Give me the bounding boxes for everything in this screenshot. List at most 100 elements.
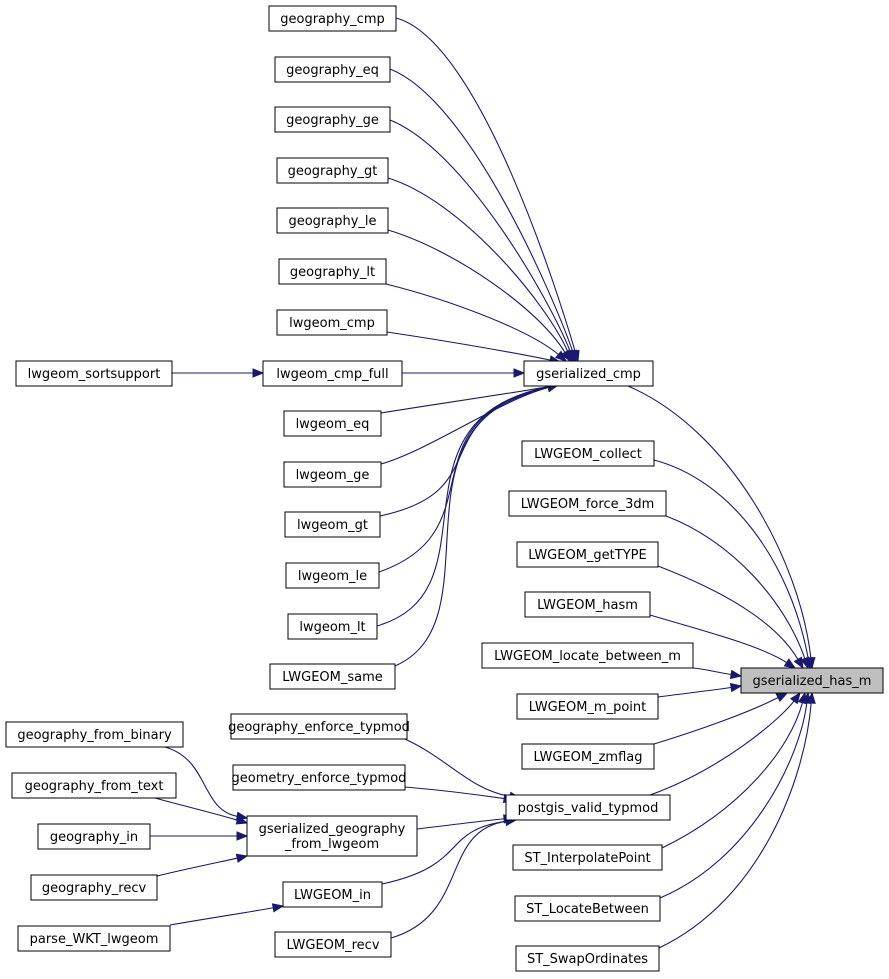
node-geography_from_text[interactable]: geography_from_text xyxy=(11,772,177,799)
node-label: gserialized_cmp xyxy=(536,367,641,382)
arrowhead-icon xyxy=(513,368,526,378)
node-ST_LocateBetween[interactable]: ST_LocateBetween xyxy=(514,895,661,922)
node-box xyxy=(516,693,659,720)
node-geography_ge[interactable]: geography_ge xyxy=(274,106,391,133)
node-box xyxy=(269,663,396,690)
node-label: lwgeom_cmp xyxy=(289,316,375,331)
arrowhead-icon xyxy=(236,831,249,841)
arrowhead-icon xyxy=(271,903,285,913)
node-box xyxy=(246,815,418,857)
edge-line xyxy=(394,386,550,667)
node-label: LWGEOM_hasm xyxy=(537,598,638,613)
edge-line xyxy=(385,283,560,356)
node-lwgeom_ge[interactable]: lwgeom_ge xyxy=(283,461,382,488)
edge-line xyxy=(387,177,569,353)
node-LWGEOM_zmflag[interactable]: LWGEOM_zmflag xyxy=(521,743,655,770)
node-LWGEOM_collect[interactable]: LWGEOM_collect xyxy=(521,440,655,467)
node-box xyxy=(278,258,387,285)
node-box xyxy=(282,881,383,908)
edge-geography_from_text-to-gserialized_geography_from_lwgeom xyxy=(154,797,249,825)
node-label: _from_lwgeom xyxy=(284,837,379,852)
edge-LWGEOM_hasm-to-gserialized_has_m xyxy=(649,614,797,669)
node-label: gserialized_has_m xyxy=(753,674,872,689)
node-lwgeom_sortsupport[interactable]: lwgeom_sortsupport xyxy=(15,360,173,387)
node-geography_enforce_typmod[interactable]: geography_enforce_typmod xyxy=(228,713,410,740)
node-ST_InterpolatePoint[interactable]: ST_InterpolatePoint xyxy=(512,844,663,871)
node-label: geography_gt xyxy=(288,164,378,179)
edge-line xyxy=(169,907,275,926)
node-gserialized_has_m[interactable]: gserialized_has_m xyxy=(740,667,884,694)
node-box xyxy=(284,511,381,538)
node-box xyxy=(274,931,392,958)
arrowhead-icon xyxy=(729,669,743,680)
edge-postgis_valid_typmod-to-gserialized_has_m xyxy=(649,691,801,796)
node-label: LWGEOM_force_3dm xyxy=(521,497,655,512)
node-LWGEOM_in[interactable]: LWGEOM_in xyxy=(282,881,383,908)
node-box xyxy=(481,642,694,669)
node-lwgeom_eq[interactable]: lwgeom_eq xyxy=(283,410,382,437)
node-label: postgis_valid_typmod xyxy=(518,801,659,816)
node-lwgeom_le[interactable]: lwgeom_le xyxy=(285,562,380,589)
edge-line xyxy=(404,738,512,798)
node-lwgeom_lt[interactable]: lwgeom_lt xyxy=(287,613,378,640)
edge-LWGEOM_force_3dm-to-gserialized_has_m xyxy=(665,515,810,670)
node-parse_WKT_lwgeom[interactable]: parse_WKT_lwgeom xyxy=(17,925,171,952)
node-LWGEOM_m_point[interactable]: LWGEOM_m_point xyxy=(516,693,659,720)
arrowhead-icon xyxy=(252,368,265,378)
node-label: gserialized_geography xyxy=(259,822,406,837)
node-box xyxy=(232,764,406,791)
node-ST_SwapOrdinates[interactable]: ST_SwapOrdinates xyxy=(515,945,660,972)
node-lwgeom_cmp_full[interactable]: lwgeom_cmp_full xyxy=(262,360,403,387)
node-LWGEOM_same[interactable]: LWGEOM_same xyxy=(269,663,396,690)
node-geography_recv[interactable]: geography_recv xyxy=(30,874,158,901)
node-box xyxy=(512,844,663,871)
node-geography_eq[interactable]: geography_eq xyxy=(274,56,391,83)
node-postgis_valid_typmod[interactable]: postgis_valid_typmod xyxy=(505,794,671,821)
node-lwgeom_gt[interactable]: lwgeom_gt xyxy=(284,511,381,538)
node-label: LWGEOM_m_point xyxy=(529,700,646,715)
node-LWGEOM_recv[interactable]: LWGEOM_recv xyxy=(274,931,392,958)
edge-LWGEOM_m_point-to-gserialized_has_m xyxy=(657,682,743,698)
edge-line xyxy=(649,699,796,796)
node-geometry_enforce_typmod[interactable]: geometry_enforce_typmod xyxy=(232,764,407,791)
node-LWGEOM_locate_between_m[interactable]: LWGEOM_locate_between_m xyxy=(481,642,694,669)
node-geography_lt[interactable]: geography_lt xyxy=(278,258,387,285)
edge-gserialized_cmp-to-gserialized_has_m xyxy=(627,385,816,670)
node-label: parse_WKT_lwgeom xyxy=(30,932,159,947)
node-geography_le[interactable]: geography_le xyxy=(276,207,389,234)
node-geography_gt[interactable]: geography_gt xyxy=(276,157,389,184)
node-box xyxy=(515,945,660,972)
node-LWGEOM_hasm[interactable]: LWGEOM_hasm xyxy=(524,591,651,618)
node-gserialized_cmp[interactable]: gserialized_cmp xyxy=(523,360,654,387)
node-label: ST_SwapOrdinates xyxy=(527,952,648,967)
node-geography_in[interactable]: geography_in xyxy=(37,823,151,850)
node-label: lwgeom_eq xyxy=(296,417,370,432)
edge-line xyxy=(653,459,809,660)
node-label: lwgeom_sortsupport xyxy=(28,367,161,382)
node-lwgeom_cmp[interactable]: lwgeom_cmp xyxy=(276,309,388,336)
node-geography_from_binary[interactable]: geography_from_binary xyxy=(5,721,184,748)
node-box xyxy=(740,667,884,694)
node-LWGEOM_force_3dm[interactable]: LWGEOM_force_3dm xyxy=(508,490,667,517)
node-box xyxy=(230,713,408,740)
edge-line xyxy=(658,701,812,949)
node-LWGEOM_getTYPE[interactable]: LWGEOM_getTYPE xyxy=(516,541,659,568)
node-label: LWGEOM_same xyxy=(282,670,383,685)
edge-LWGEOM_locate_between_m-to-gserialized_has_m xyxy=(692,667,743,680)
edge-lwgeom_cmp-to-gserialized_cmp xyxy=(386,331,562,365)
edge-geography_recv-to-gserialized_geography_from_lwgeom xyxy=(156,853,249,877)
node-box xyxy=(276,207,389,234)
edge-lwgeom_eq-to-gserialized_cmp xyxy=(380,382,560,414)
edge-line xyxy=(661,701,804,849)
node-box xyxy=(274,56,391,83)
edge-LWGEOM_collect-to-gserialized_has_m xyxy=(653,459,813,670)
node-box xyxy=(508,490,667,517)
node-box xyxy=(274,106,391,133)
node-label: ST_InterpolatePoint xyxy=(524,851,650,866)
node-gserialized_geography_from_lwgeom[interactable]: gserialized_geography_from_lwgeom xyxy=(246,815,418,857)
arrowhead-icon xyxy=(775,692,789,703)
edge-line xyxy=(665,515,806,660)
edge-line xyxy=(649,614,788,664)
node-geography_cmp[interactable]: geography_cmp xyxy=(268,5,397,32)
node-box xyxy=(521,440,655,467)
